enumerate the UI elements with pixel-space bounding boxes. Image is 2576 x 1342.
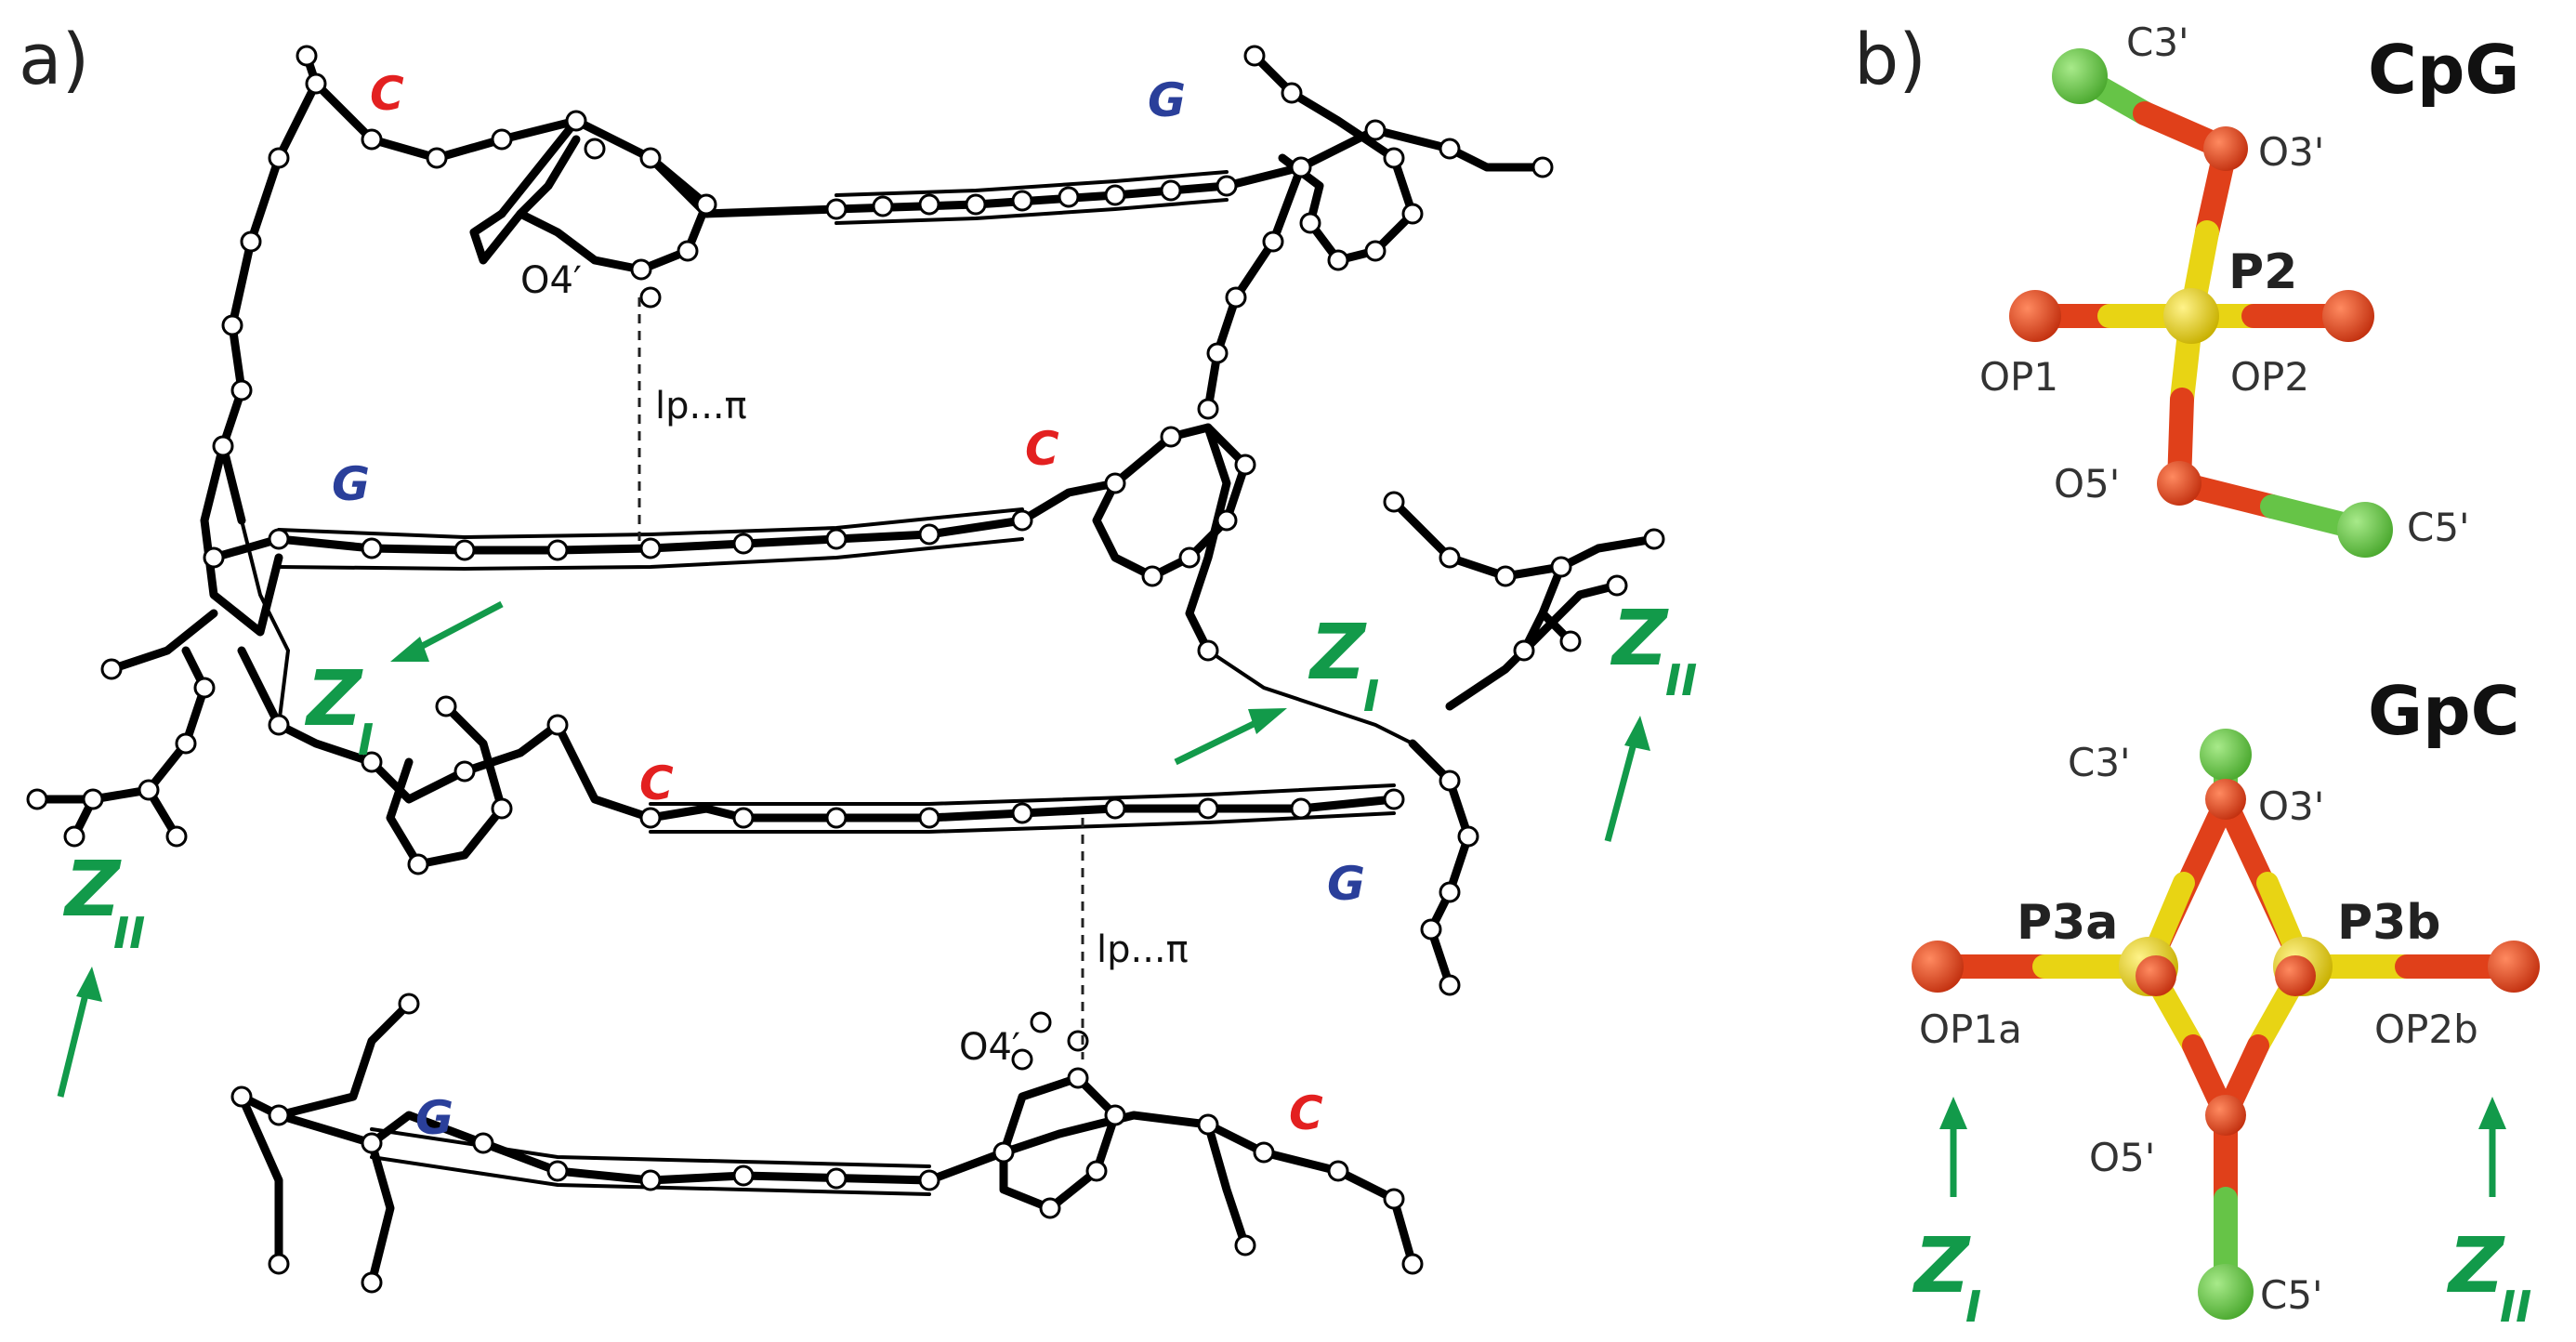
svg-text:OP1a: OP1a: [1919, 1006, 2022, 1052]
base-label: C: [1289, 1086, 1323, 1140]
base-label: G: [332, 457, 370, 511]
svg-text:Z: Z: [1308, 609, 1367, 697]
svg-text:Z: Z: [1912, 1222, 1971, 1310]
svg-text:Z: Z: [304, 655, 363, 743]
svg-text:I: I: [1965, 1282, 1981, 1332]
base-label: G: [415, 1091, 453, 1145]
svg-text:O3': O3': [2258, 129, 2324, 175]
svg-text:C5': C5': [2407, 505, 2470, 550]
svg-text:II: II: [2500, 1282, 2531, 1332]
base-label: C: [1025, 422, 1059, 476]
panel-a-label: a): [19, 18, 89, 100]
o4-label-bottom: O4′: [959, 1026, 1020, 1069]
svg-text:Z: Z: [1610, 595, 1669, 683]
z-marker-zii-left: Z II: [57, 846, 145, 1098]
base-label: C: [639, 757, 674, 810]
lp-pi-label-bottom: lp...π: [1097, 928, 1189, 971]
panel-b-label: b): [1854, 18, 1926, 100]
o4-label-top: O4′: [520, 259, 582, 302]
svg-text:I: I: [358, 715, 374, 765]
svg-text:P2: P2: [2228, 244, 2297, 300]
svg-text:O5': O5': [2054, 461, 2120, 507]
svg-text:P3b: P3b: [2337, 895, 2441, 951]
svg-text:OP2b: OP2b: [2374, 1006, 2478, 1052]
svg-text:Z: Z: [62, 846, 122, 934]
base-label: G: [1327, 857, 1365, 911]
z-marker-zi-gpc: Z I: [1912, 1097, 1981, 1332]
svg-text:C3': C3': [2068, 740, 2131, 785]
cpg-molecule: CpG C3' O3' P2 OP1 OP2 O5' C5': [1979, 20, 2519, 558]
base-pair-layer-1: [218, 51, 1547, 525]
svg-text:Z: Z: [2446, 1222, 2505, 1310]
svg-text:O3': O3': [2258, 783, 2324, 829]
panel-a-structure: [26, 45, 1665, 1294]
svg-text:I: I: [1363, 671, 1379, 721]
base-label: G: [1148, 73, 1186, 127]
base-label: C: [370, 67, 404, 121]
lp-pi-label-top: lp...π: [655, 385, 747, 428]
svg-text:O5': O5': [2089, 1135, 2155, 1180]
z-marker-zii-right: Z II: [1604, 595, 1697, 842]
gpc-molecule: GpC C3' O3' P3a P3b OP1a OP2b O5: [1912, 672, 2540, 1320]
z-marker-zi-left: Z I: [304, 600, 504, 765]
svg-text:C5': C5': [2260, 1272, 2323, 1318]
svg-text:P3a: P3a: [2017, 895, 2118, 951]
svg-text:II: II: [1665, 655, 1697, 705]
svg-text:C3': C3': [2126, 20, 2189, 65]
z-marker-zii-gpc: Z II: [2446, 1097, 2531, 1332]
gpc-title: GpC: [2368, 672, 2519, 750]
atom-spheres: [26, 45, 1665, 1294]
cpg-title: CpG: [2368, 31, 2519, 109]
svg-text:OP1: OP1: [1979, 354, 2058, 400]
svg-text:OP2: OP2: [2230, 354, 2309, 400]
z-marker-zi-right: Z I: [1174, 609, 1379, 766]
svg-text:II: II: [113, 908, 145, 958]
